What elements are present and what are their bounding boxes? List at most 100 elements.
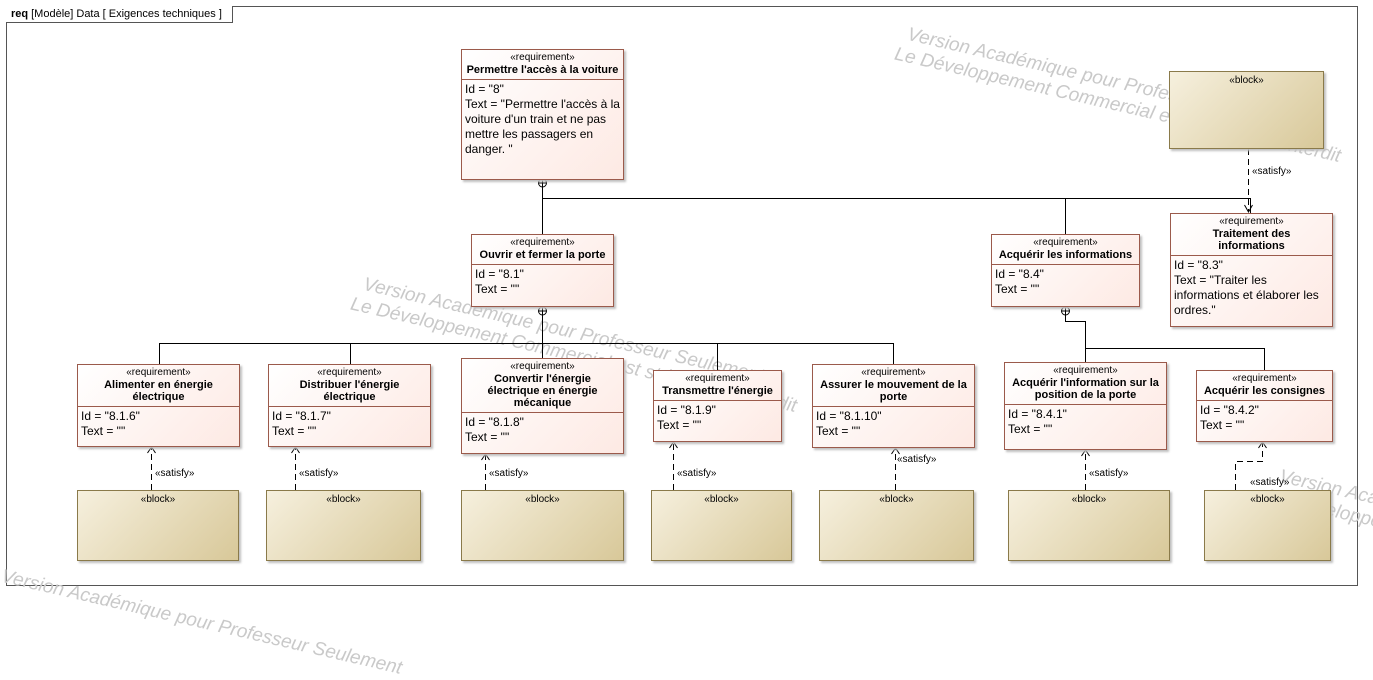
requirement-8-1-6[interactable]: «requirement» Alimenter en énergie élect… [77,364,240,447]
requirement-properties: Id = "8.1.10" Text = "" [813,407,974,441]
block-stereotype: «block» [525,494,560,505]
block-stereotype: «block» [326,494,361,505]
diagram-frame [6,6,1358,586]
containment-marker [538,178,547,188]
requirement-8-1-10[interactable]: «requirement» Assurer le mouvement de la… [812,364,975,448]
arrowhead [1081,449,1090,457]
frame-kind: req [11,8,29,20]
arrowhead [291,446,300,454]
block[interactable]: «block» [77,490,239,561]
requirement-stereotype: «requirement» [126,367,191,378]
requirement-properties: Id = "8" Text = "Permettre l'accès à la … [462,80,623,159]
requirement-8-4-1[interactable]: «requirement» Acquérir l'information sur… [1004,362,1167,450]
block-stereotype: «block» [140,494,176,505]
requirement-stereotype: «requirement» [1033,237,1098,248]
block-stereotype: «block» [704,494,739,505]
requirement-8-1[interactable]: «requirement» Ouvrir et fermer la porte … [471,234,614,307]
requirement-id: Id = "8.1.9" [657,403,716,417]
requirement-id: Id = "8.4" [995,267,1044,281]
requirement-name: Convertir l'énergie électrique en énergi… [487,373,598,409]
requirement-8-4-2[interactable]: «requirement» Acquérir les consignes Id … [1196,370,1333,442]
arrowhead [1258,441,1267,449]
requirement-properties: Id = "8.1" Text = "" [472,265,613,299]
requirement-name: Transmettre l'énergie [662,385,773,397]
requirement-name: Alimenter en énergie électrique [104,379,213,403]
requirement-properties: Id = "8.3" Text = "Traiter les informati… [1171,256,1332,320]
containment-marker [538,306,547,316]
requirement-stereotype: «requirement» [510,237,575,248]
requirement-8-4[interactable]: «requirement» Acquérir les informations … [991,234,1140,307]
requirement-text: Text = "" [995,282,1040,296]
requirement-8[interactable]: «requirement» Permettre l'accès à la voi… [461,49,624,180]
containment-marker [1061,306,1070,316]
arrowhead [481,453,490,461]
requirement-id: Id = "8.4.2" [1200,403,1259,417]
requirement-text: Text = "Traiter les informations et élab… [1174,273,1319,317]
requirement-header: «requirement» Acquérir les informations [992,235,1139,265]
satisfy-label: «satisfy» [155,468,195,479]
block-stereotype: «block» [1229,75,1264,86]
diagram-frame-tab: req[Modèle] Data [ Exigences techniques … [6,6,233,23]
requirement-properties: Id = "8.4.1" Text = "" [1005,405,1166,439]
requirement-id: Id = "8.1.6" [81,409,140,423]
requirement-text: Text = "" [465,430,510,444]
requirement-id: Id = "8.1.10" [816,409,882,423]
arrowhead [891,447,900,455]
block[interactable]: «block» [651,490,792,561]
requirement-8-1-8[interactable]: «requirement» Convertir l'énergie électr… [461,358,624,454]
requirement-properties: Id = "8.1.9" Text = "" [654,401,781,435]
block[interactable]: «block» [266,490,421,561]
requirement-stereotype: «requirement» [317,367,382,378]
satisfy-label: «satisfy» [489,468,529,479]
requirement-id: Id = "8.4.1" [1008,407,1067,421]
requirement-name: Traitement des informations [1212,228,1291,252]
requirement-text: Text = "" [81,424,126,438]
block-top-right[interactable]: «block» [1169,71,1324,149]
requirement-text: Text = "" [475,282,520,296]
requirement-stereotype: «requirement» [861,367,926,378]
block[interactable]: «block» [1008,490,1170,561]
satisfy-label: «satisfy» [1252,166,1292,177]
block[interactable]: «block» [1204,490,1331,561]
requirement-header: «requirement» Acquérir l'information sur… [1005,363,1166,405]
block[interactable]: «block» [461,490,624,561]
requirement-id: Id = "8.1" [475,267,524,281]
requirement-header: «requirement» Assurer le mouvement de la… [813,365,974,407]
requirement-header: «requirement» Alimenter en énergie élect… [78,365,239,407]
requirement-8-1-9[interactable]: «requirement» Transmettre l'énergie Id =… [653,370,782,442]
requirement-id: Id = "8" [465,82,504,96]
requirement-header: «requirement» Distribuer l'énergie élect… [269,365,430,407]
block-stereotype: «block» [1071,494,1107,505]
requirement-name: Permettre l'accès à la voiture [466,64,619,76]
requirement-properties: Id = "8.1.6" Text = "" [78,407,239,441]
requirement-stereotype: «requirement» [685,373,750,384]
arrowhead [669,441,678,449]
satisfy-label: «satisfy» [897,454,937,465]
arrowhead [1244,204,1253,214]
requirement-text: Text = "" [1008,422,1053,436]
block-stereotype: «block» [1250,494,1285,505]
requirement-name: Distribuer l'énergie électrique [299,379,400,403]
requirement-id: Id = "8.1.8" [465,415,524,429]
requirement-stereotype: «requirement» [1219,216,1284,227]
requirement-header: «requirement» Ouvrir et fermer la porte [472,235,613,265]
requirement-id: Id = "8.3" [1174,258,1223,272]
requirement-8-3[interactable]: «requirement» Traitement des information… [1170,213,1333,327]
requirement-text: Text = "" [272,424,317,438]
frame-label: [Modèle] Data [ Exigences techniques ] [31,8,222,20]
requirement-stereotype: «requirement» [510,361,575,372]
arrowhead [147,446,156,454]
requirement-text: Text = "Permettre l'accès à la voiture d… [465,97,620,156]
requirement-header: «requirement» Convertir l'énergie électr… [462,359,623,413]
requirement-properties: Id = "8.4" Text = "" [992,265,1139,299]
block[interactable]: «block» [819,490,974,561]
satisfy-line [1235,442,1263,490]
requirement-properties: Id = "8.1.7" Text = "" [269,407,430,441]
requirement-name: Acquérir les informations [998,249,1133,261]
requirement-header: «requirement» Permettre l'accès à la voi… [462,50,623,80]
requirement-8-1-7[interactable]: «requirement» Distribuer l'énergie élect… [268,364,431,447]
requirement-header: «requirement» Acquérir les consignes [1197,371,1332,401]
requirement-id: Id = "8.1.7" [272,409,331,423]
requirement-name: Assurer le mouvement de la porte [820,379,967,403]
block-stereotype: «block» [879,494,914,505]
